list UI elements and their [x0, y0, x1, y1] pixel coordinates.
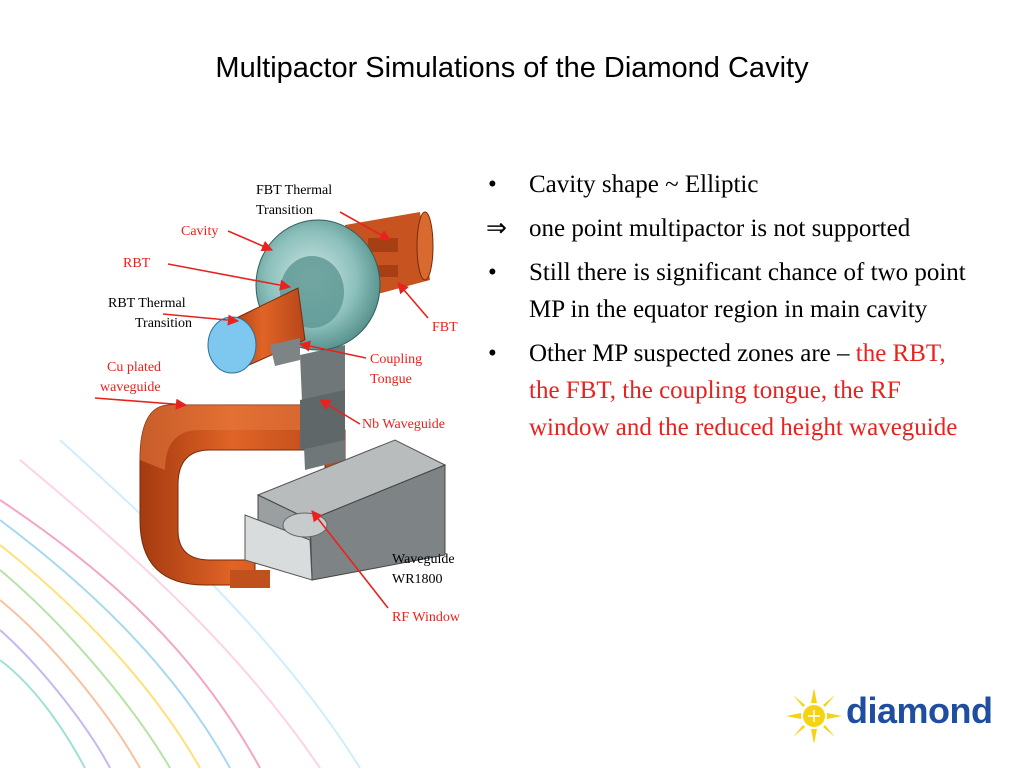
cu-waveguide-shape [139, 404, 346, 588]
arrow-cavity [227, 230, 274, 252]
label-nb-waveguide: Nb Waveguide [362, 417, 445, 432]
leader-lines [94, 211, 429, 609]
bullet-text: one point multipactor is not supported [529, 215, 911, 242]
label-fbt-thermal-line1: FBT Thermal [256, 183, 333, 198]
label-coupling-line2: Tongue [370, 372, 412, 387]
bullet-item-implies: ⇒ one point multipactor is not supported [486, 210, 976, 247]
label-rf-window: RF Window [392, 610, 461, 625]
label-fbt-thermal-line2: Transition [256, 203, 314, 218]
implies-arrow-icon: ⇒ [486, 215, 507, 242]
label-waveguide-line1: Waveguide [392, 552, 455, 567]
label-rbt: RBT [123, 256, 151, 271]
arrow-coupling [298, 340, 367, 359]
label-rbt-thermal-line1: RBT Thermal [108, 296, 186, 311]
label-fbt: FBT [432, 320, 458, 335]
diamond-logo: diamond [786, 684, 993, 748]
logo-text: diamond [846, 690, 993, 731]
bullet-text: Still there is significant chance of two… [529, 259, 966, 323]
bullet-item-cavity-shape: • Cavity shape ~ Elliptic [486, 166, 976, 203]
arrow-cu-plated [94, 397, 188, 410]
wr1800-waveguide-shape [244, 439, 447, 581]
label-waveguide-line2: WR1800 [392, 572, 443, 587]
sun-icon [786, 688, 842, 744]
nb-waveguide-shape [300, 345, 345, 470]
bullet-icon: • [488, 340, 497, 367]
decorative-fiber-swirl [0, 439, 361, 768]
bullet-list: • Cavity shape ~ Elliptic ⇒ one point mu… [486, 166, 976, 453]
label-coupling-line1: Coupling [370, 352, 423, 367]
bullet-icon: • [488, 259, 497, 286]
bullet-text-red: the RBT, the FBT, the coupling tongue, t… [529, 340, 958, 441]
slide-title: Multipactor Simulations of the Diamond C… [215, 52, 809, 84]
bullet-text: Cavity shape ~ Elliptic [529, 171, 759, 198]
arrow-rbt-thermal [162, 313, 240, 326]
bullet-icon: • [488, 171, 497, 198]
coupling-tongue-shape [270, 338, 300, 366]
arrow-fbt [397, 282, 429, 319]
label-cavity: Cavity [181, 224, 219, 239]
bullet-item-two-point-mp: • Still there is significant chance of t… [486, 254, 976, 328]
arrow-rbt [167, 263, 292, 291]
bullet-text: Other MP suspected zones are – [529, 340, 850, 367]
rbt-shape [207, 287, 306, 374]
label-cu-plated-line1: Cu plated [107, 360, 162, 375]
arrow-nb-waveguide [319, 399, 361, 425]
arrow-rf-window [311, 510, 389, 609]
label-rbt-thermal-line2: Transition [135, 316, 193, 331]
label-cu-plated-line2: waveguide [100, 380, 161, 395]
arrow-fbt-thermal [339, 211, 391, 241]
bullet-item-other-zones: • Other MP suspected zones are – the RBT… [486, 335, 976, 446]
